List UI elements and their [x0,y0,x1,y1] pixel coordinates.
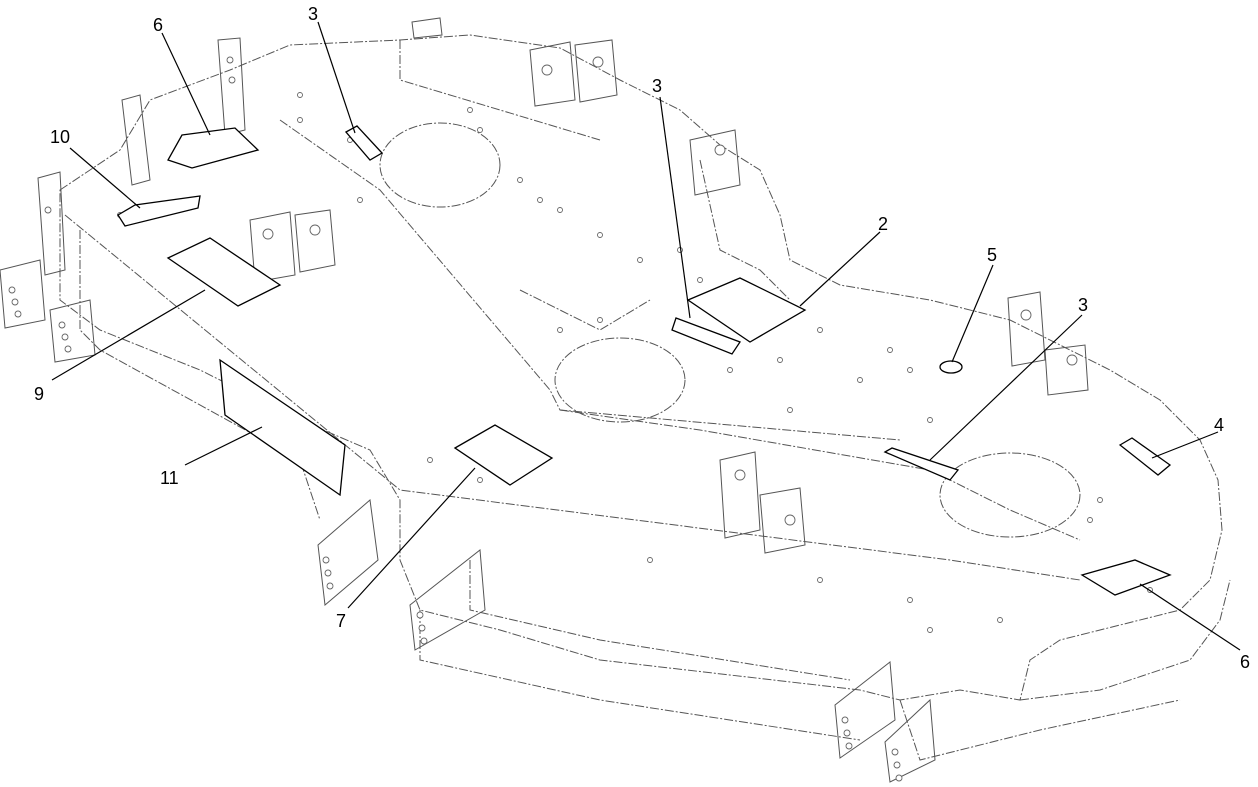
callout-7: 7 [336,611,346,631]
leader-3b [659,96,691,319]
leader-9 [51,289,206,381]
callout-4: 4 [1214,415,1224,435]
callout-3c: 3 [1078,295,1088,315]
decal-6-right [1080,559,1172,596]
leader-6a [161,32,211,136]
blade-openings [379,122,1081,538]
leader-2 [799,231,881,307]
decal-4 [1118,437,1172,476]
deck-outline [59,34,1231,761]
callout-3b: 3 [652,76,662,96]
decals [117,125,1172,596]
leader-3c [929,314,1083,461]
callout-6a: 6 [153,15,163,35]
decal-9 [166,237,282,307]
leader-7 [347,467,476,609]
decal-3-center [671,317,741,355]
decal-2 [686,277,807,343]
decal-6-left [167,127,260,169]
decal-11 [219,358,346,497]
decal-7 [453,424,554,486]
leader-4 [1151,431,1219,459]
callout-9: 9 [34,384,44,404]
decal-10 [117,195,201,227]
callout-2: 2 [878,214,888,234]
deck-holes [117,92,1153,633]
callout-5: 5 [987,245,997,265]
callout-6b: 6 [1240,652,1250,672]
decal-3-left [344,125,384,161]
callout-labels: 3 6 10 9 11 7 3 2 5 3 4 6 [34,4,1250,672]
decal-5 [939,360,963,374]
brackets [0,17,1089,783]
callout-10: 10 [50,127,70,147]
leader-11 [184,426,263,466]
leader-lines [51,21,1241,651]
blade-opening-left [379,122,501,208]
leader-5 [951,264,994,363]
blade-opening-center [554,337,686,423]
callout-11: 11 [160,468,179,488]
blade-opening-right [939,452,1081,538]
callout-3a: 3 [308,4,318,24]
leader-3a [317,21,356,134]
leader-10 [69,147,141,209]
decal-3-right [883,447,960,481]
leader-6b [1139,583,1241,651]
